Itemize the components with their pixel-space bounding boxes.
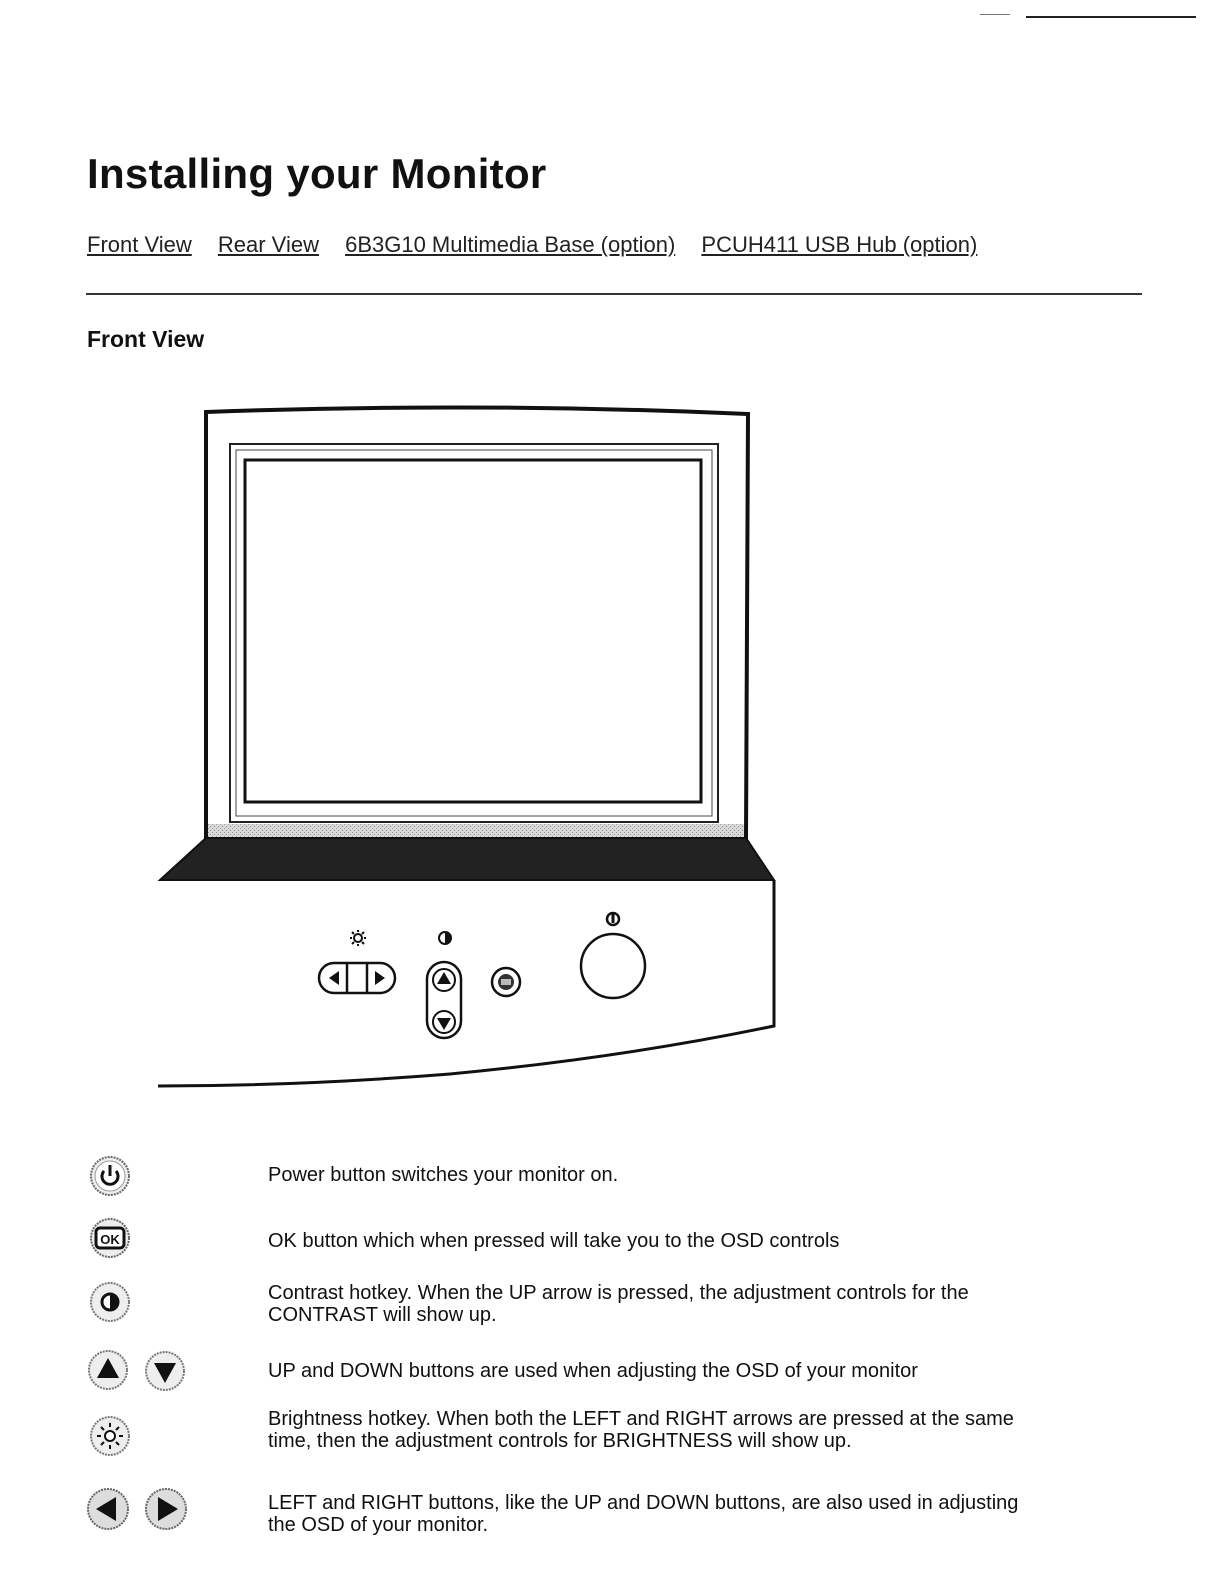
up-down-button[interactable]	[425, 960, 463, 1040]
legend-text-left-right: LEFT and RIGHT buttons, like the UP and …	[268, 1492, 1019, 1536]
power-icon	[90, 1156, 130, 1196]
brightness-small-icon	[350, 930, 366, 946]
nav-link-usb-hub[interactable]: PCUH411 USB Hub (option)	[701, 232, 978, 257]
header-dash	[980, 14, 1010, 15]
monitor-front-view-illustration	[157, 405, 776, 1088]
section-divider	[86, 293, 1142, 295]
left-right-icons	[87, 1488, 187, 1530]
left-right-button[interactable]	[317, 961, 397, 995]
ok-icon: OK	[90, 1218, 130, 1258]
power-small-icon	[605, 911, 621, 927]
section-title: Front View	[87, 326, 205, 352]
legend-text-power: Power button switches your monitor on.	[268, 1164, 619, 1186]
legend-text-brightness: Brightness hotkey. When both the LEFT an…	[268, 1408, 1014, 1452]
ok-button[interactable]	[490, 966, 522, 998]
power-button[interactable]	[579, 932, 647, 1000]
header-line	[1026, 16, 1196, 18]
svg-text:OK: OK	[100, 1232, 120, 1247]
nav-link-multimedia-base[interactable]: 6B3G10 Multimedia Base (option)	[345, 232, 676, 257]
contrast-small-icon	[438, 931, 452, 945]
legend-text-ok: OK button which when pressed will take y…	[268, 1230, 840, 1252]
nav-link-rear-view[interactable]: Rear View	[217, 232, 319, 257]
brightness-icon	[90, 1416, 130, 1456]
legend-text-up-down: UP and DOWN buttons are used when adjust…	[268, 1360, 918, 1382]
legend-text-contrast: Contrast hotkey. When the UP arrow is pr…	[268, 1282, 969, 1326]
up-down-icons	[88, 1350, 185, 1391]
page-title: Installing your Monitor	[87, 150, 547, 197]
nav-link-front-view[interactable]: Front View	[87, 232, 192, 257]
section-nav: Front View Rear View 6B3G10 Multimedia B…	[87, 232, 977, 258]
contrast-icon	[90, 1282, 130, 1322]
